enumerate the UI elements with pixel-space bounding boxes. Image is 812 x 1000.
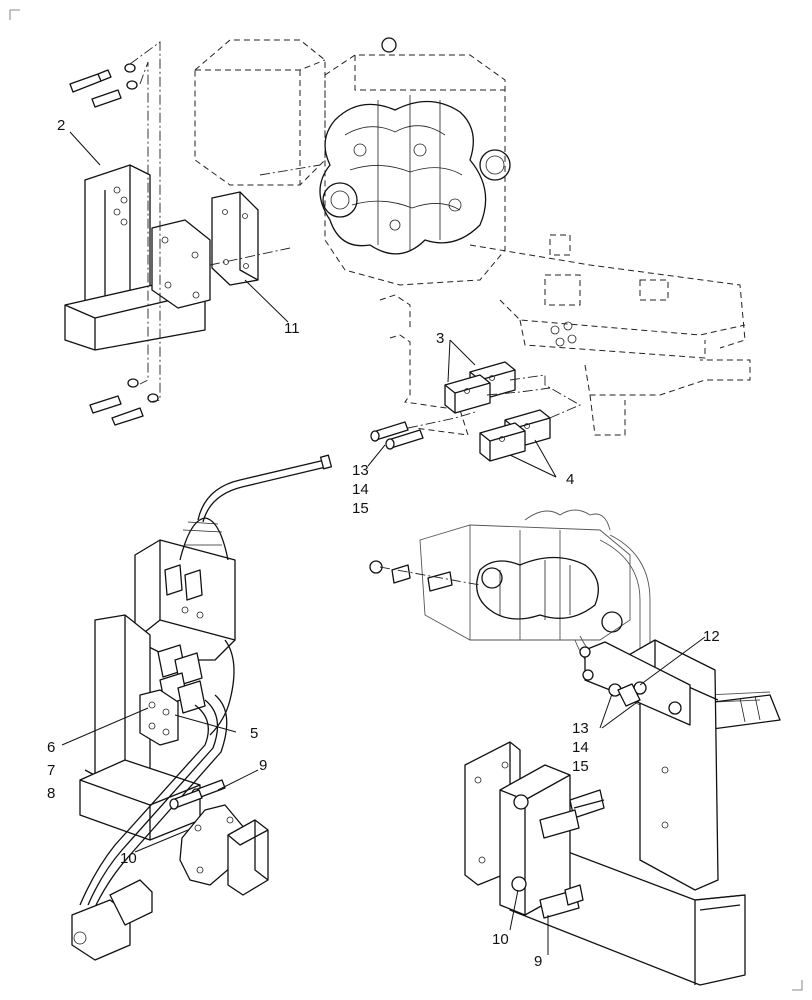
callout-13-tower-bolts: 13: [572, 720, 589, 737]
control-valve-assembly: [134, 454, 333, 714]
callout-14-shim-bolts: 14: [352, 481, 369, 498]
callout-8: 8: [47, 785, 55, 802]
callout-6: 6: [47, 739, 55, 756]
callout-2: 2: [57, 117, 65, 134]
valve-bracket-5: [79, 614, 201, 841]
mounting-bracket-2: [64, 164, 211, 351]
callout-9-left: 9: [259, 757, 267, 774]
hydraulic-lines: [71, 639, 235, 961]
bracket-bolts: [69, 41, 321, 426]
callout-10-left: 10: [120, 850, 137, 867]
spacer-plate-11: [211, 191, 259, 286]
callout-4: 4: [566, 471, 574, 488]
callout-15-tower-bolts: 15: [572, 758, 589, 775]
leader-lines: [61, 131, 706, 955]
callout-9-right: 9: [534, 953, 542, 970]
mounting-plates-10-9: [169, 779, 269, 896]
mounting-flanges-10-9: [464, 741, 605, 919]
shim-bolts-13-14-15: [370, 411, 476, 450]
callout-3: 3: [436, 330, 444, 347]
valve-bank-assembly: [369, 509, 781, 731]
transmission-housing: [194, 37, 751, 436]
callout-12: 12: [703, 628, 720, 645]
callout-7: 7: [47, 762, 55, 779]
callout-labels: 2 11 3 4 13 14 15 12 13 14 15 5 6 7 8 9 …: [47, 117, 720, 970]
callout-13-shim-bolts: 13: [352, 462, 369, 479]
corner-marks: [9, 9, 803, 991]
shim-set-4: [479, 374, 582, 462]
shim-set-3: [389, 334, 516, 436]
callout-11: 11: [284, 320, 300, 337]
callout-10-right: 10: [492, 931, 509, 948]
callout-5: 5: [250, 725, 258, 742]
callout-14-tower-bolts: 14: [572, 739, 589, 756]
callout-15-shim-bolts: 15: [352, 500, 369, 517]
